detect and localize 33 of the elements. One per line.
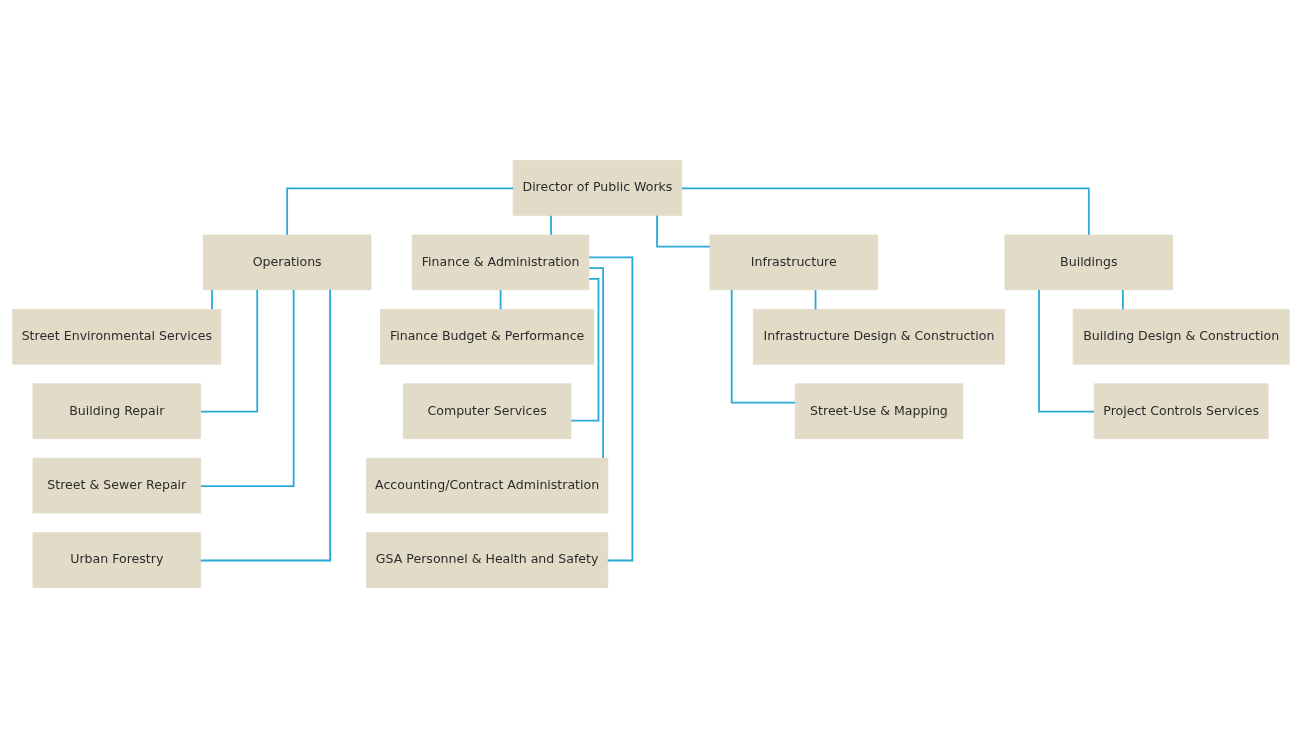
node-box: Project Controls Services <box>1093 383 1269 439</box>
connector <box>681 187 1090 236</box>
node-box: Urban Forestry <box>32 532 202 588</box>
node-box: GSA Personnel & Health and Safety <box>366 532 609 588</box>
connector <box>499 289 502 311</box>
node-box: Building Design & Construction <box>1072 309 1290 365</box>
node-box: Infrastructure Design & Construction <box>753 309 1005 365</box>
connector <box>1122 289 1124 311</box>
node-box: Computer Services <box>402 383 572 439</box>
node-box: Street-Use & Mapping <box>794 383 964 439</box>
connector <box>814 289 817 311</box>
connector <box>199 288 295 487</box>
node-box: Infrastructure <box>709 234 879 291</box>
connector <box>570 278 600 422</box>
node-box: Accounting/Contract Administration <box>366 457 609 514</box>
connector <box>656 214 711 248</box>
connector <box>211 289 213 311</box>
node-box: Finance Budget & Performance <box>379 309 595 365</box>
node-box: Operations <box>202 234 372 291</box>
connector <box>730 288 796 404</box>
node-box: Street Environmental Services <box>12 309 222 365</box>
connector <box>550 214 552 236</box>
connector <box>588 256 634 562</box>
node-box: Finance & Administration <box>411 234 590 291</box>
connector <box>1038 288 1095 413</box>
connector <box>286 187 514 236</box>
node-box: Building Repair <box>32 383 202 439</box>
connector <box>200 288 259 413</box>
node-box: Street & Sewer Repair <box>32 457 202 514</box>
node-box: Director of Public Works <box>512 160 683 216</box>
connector <box>588 267 604 459</box>
node-box: Buildings <box>1004 234 1174 291</box>
connector <box>199 288 331 562</box>
